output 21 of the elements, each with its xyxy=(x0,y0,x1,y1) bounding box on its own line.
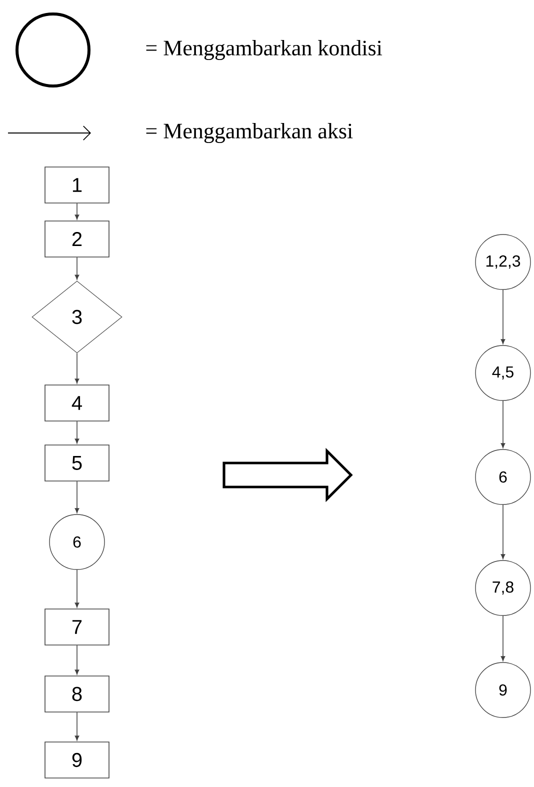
arrow xyxy=(74,569,80,608)
legend-text: = Menggambarkan kondisi xyxy=(146,40,382,60)
process-box: 8 xyxy=(44,676,110,712)
arrow xyxy=(74,352,80,384)
arrow xyxy=(500,289,506,344)
arrow xyxy=(74,203,80,220)
arrow xyxy=(74,257,80,280)
arrow xyxy=(500,400,506,448)
process-box: 2 xyxy=(44,220,110,258)
legend-text: = Menggambarkan aksi xyxy=(146,123,353,144)
arrow xyxy=(74,645,80,674)
process-box: 1 xyxy=(44,166,110,204)
process-box: 4 xyxy=(44,384,110,422)
process-box: 5 xyxy=(44,444,110,482)
process-box: 7 xyxy=(44,608,110,646)
process-box: 9 xyxy=(44,742,110,778)
arrow xyxy=(500,615,506,662)
arrow xyxy=(74,712,80,740)
arrow xyxy=(500,504,506,560)
arrow xyxy=(74,421,80,444)
arrow xyxy=(74,481,80,514)
